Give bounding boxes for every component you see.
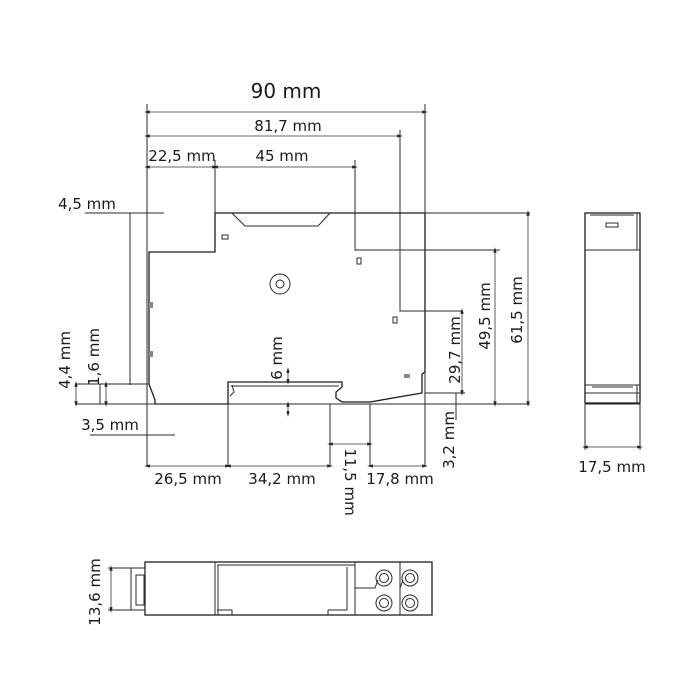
dim-45: 45 mm [255,147,308,165]
dim-22-5: 22,5 mm [148,147,215,165]
dim-61-5: 61,5 mm [508,276,526,343]
top-view [108,561,433,616]
dim-29-7: 29,7 mm [446,316,464,383]
mounting-hole-icon [269,273,291,295]
dimension-lines [74,110,530,468]
dim-13-6: 13,6 mm [86,558,104,625]
dim-17-8: 17,8 mm [366,470,433,488]
terminal-screw-icons [375,569,419,612]
side-view [582,212,643,450]
dim-81-7: 81,7 mm [254,117,321,135]
dim-4-5: 4,5 mm [58,195,116,213]
dim-26-5: 26,5 mm [154,470,221,488]
dim-3-5: 3,5 mm [81,416,139,434]
dim-6: 6 mm [268,336,286,380]
dim-17-5: 17,5 mm [578,458,645,476]
front-view-housing [148,212,426,405]
dim-4-4: 4,4 mm [56,331,74,389]
dim-49-5: 49,5 mm [476,282,494,349]
dim-34-2: 34,2 mm [248,470,315,488]
extension-lines [75,104,530,466]
dim-total-width: 90 mm [251,79,322,103]
dim-1-6: 1,6 mm [85,328,103,386]
dim-11-5: 11,5 mm [341,448,359,515]
dim-3-2: 3,2 mm [440,411,458,469]
